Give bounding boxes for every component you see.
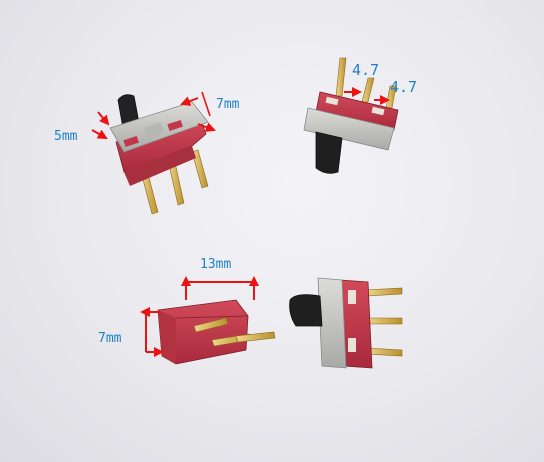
label-switch-3-length: 13mm bbox=[200, 257, 232, 272]
switch-3 bbox=[157, 299, 276, 365]
label-switch-1-height: 5mm bbox=[54, 129, 78, 144]
switch-4 bbox=[289, 277, 403, 369]
label-switch-1-width: 7mm bbox=[216, 97, 240, 112]
switch-1 bbox=[109, 94, 209, 215]
switch-3-pins bbox=[193, 317, 276, 347]
label-switch-3-height: 7mm bbox=[98, 331, 122, 346]
dimension-arrows bbox=[91, 87, 390, 357]
label-switch-2-pitch-right: 4.7 bbox=[390, 78, 418, 96]
switch-2-actuator bbox=[315, 131, 343, 174]
switch-2 bbox=[303, 57, 399, 174]
switch-4-metal-plate bbox=[317, 277, 347, 369]
switch-4-pins bbox=[365, 287, 403, 357]
switch-4-actuator bbox=[289, 294, 323, 327]
switch-2-metal-plate bbox=[303, 107, 395, 151]
label-switch-2-pitch-left: 4.7 bbox=[352, 61, 380, 79]
